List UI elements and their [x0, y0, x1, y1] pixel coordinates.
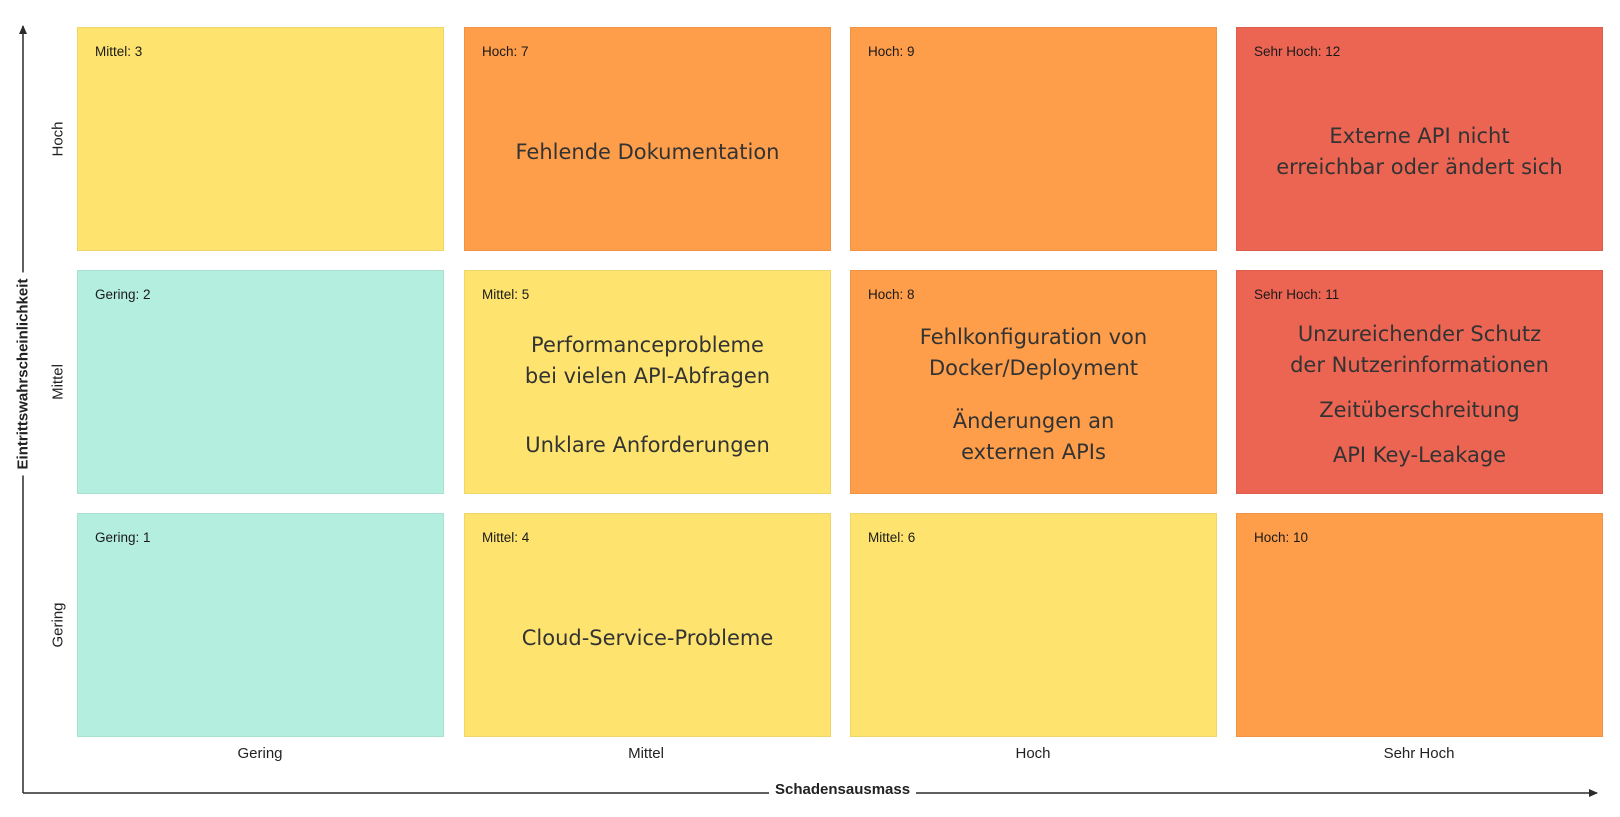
risk-item: Unklare Anforderungen [525, 432, 770, 457]
risk-cell: Hoch: 10 [1236, 513, 1603, 737]
risk-list: Externe API nicht erreichbar oder ändert… [1237, 62, 1602, 242]
cell-score-label: Mittel: 5 [482, 287, 530, 302]
risk-cell: Gering: 2 [77, 270, 444, 494]
risk-list [851, 62, 1216, 242]
y-axis-title: Eintrittswahrscheinlichkeit [14, 272, 32, 476]
risk-cell: Mittel: 4 Cloud-Service-Probleme [464, 513, 831, 737]
x-category-gering: Gering [237, 745, 283, 762]
risk-cell: Hoch: 7 Fehlende Dokumentation [464, 27, 831, 251]
risk-item: Fehlkonfiguration von Docker/Deployment [919, 325, 1148, 380]
y-category-gering: Gering [49, 602, 67, 648]
cell-score-label: Hoch: 8 [868, 287, 915, 302]
risk-list [78, 305, 443, 485]
risk-item: Externe API nicht erreichbar oder ändert… [1276, 124, 1563, 179]
risk-list [78, 548, 443, 728]
risk-list [851, 548, 1216, 728]
x-category-sehr-hoch: Sehr Hoch [1383, 745, 1455, 762]
risk-cell: Sehr Hoch: 12 Externe API nicht erreichba… [1236, 27, 1603, 251]
risk-cell: Mittel: 6 [850, 513, 1217, 737]
risk-cell: Hoch: 8 Fehlkonfiguration von Docker/Depl… [850, 270, 1217, 494]
risk-list [78, 62, 443, 242]
y-category-hoch: Hoch [49, 121, 67, 157]
y-category-mittel: Mittel [49, 364, 67, 400]
risk-list: Unzureichender Schutz der Nutzerinformat… [1237, 305, 1602, 485]
risk-item: Performanceprobleme bei vielen API-Abfra… [524, 332, 771, 388]
cell-score-label: Hoch: 7 [482, 44, 529, 59]
x-axis-title: Schadensausmass [769, 781, 917, 798]
risk-list: Performanceprobleme bei vielen API-Abfra… [465, 305, 830, 485]
cell-score-label: Hoch: 9 [868, 44, 915, 59]
risk-item: Änderungen an externen APIs [952, 409, 1115, 464]
risk-item: Unzureichender Schutz der Nutzerinformat… [1290, 322, 1549, 377]
cell-score-label: Mittel: 4 [482, 530, 530, 545]
risk-cell: Gering: 1 [77, 513, 444, 737]
risk-cell: Mittel: 3 [77, 27, 444, 251]
cell-score-label: Mittel: 6 [868, 530, 916, 545]
risk-list: Cloud-Service-Probleme [465, 548, 830, 728]
x-category-mittel: Mittel [628, 745, 664, 762]
risk-cell: Mittel: 5 Performanceprobleme bei vielen … [464, 270, 831, 494]
cell-score-label: Mittel: 3 [95, 44, 143, 59]
risk-item: Cloud-Service-Probleme [521, 625, 774, 650]
risk-cell: Hoch: 9 [850, 27, 1217, 251]
risk-item: Fehlende Dokumentation [515, 139, 780, 164]
risk-cell: Sehr Hoch: 11 Unzureichender Schutz der N… [1236, 270, 1603, 494]
cell-score-label: Sehr Hoch: 11 [1254, 287, 1340, 302]
x-category-hoch: Hoch [1015, 745, 1051, 762]
cell-score-label: Sehr Hoch: 12 [1254, 44, 1341, 59]
risk-item: API Key-Leakage [1332, 443, 1507, 467]
risk-item: Zeitüberschreitung [1319, 398, 1520, 422]
cell-score-label: Hoch: 10 [1254, 530, 1309, 545]
cell-score-label: Gering: 2 [95, 287, 151, 302]
risk-list: Fehlende Dokumentation [465, 62, 830, 242]
risk-list [1237, 548, 1602, 728]
cell-score-label: Gering: 1 [95, 530, 151, 545]
